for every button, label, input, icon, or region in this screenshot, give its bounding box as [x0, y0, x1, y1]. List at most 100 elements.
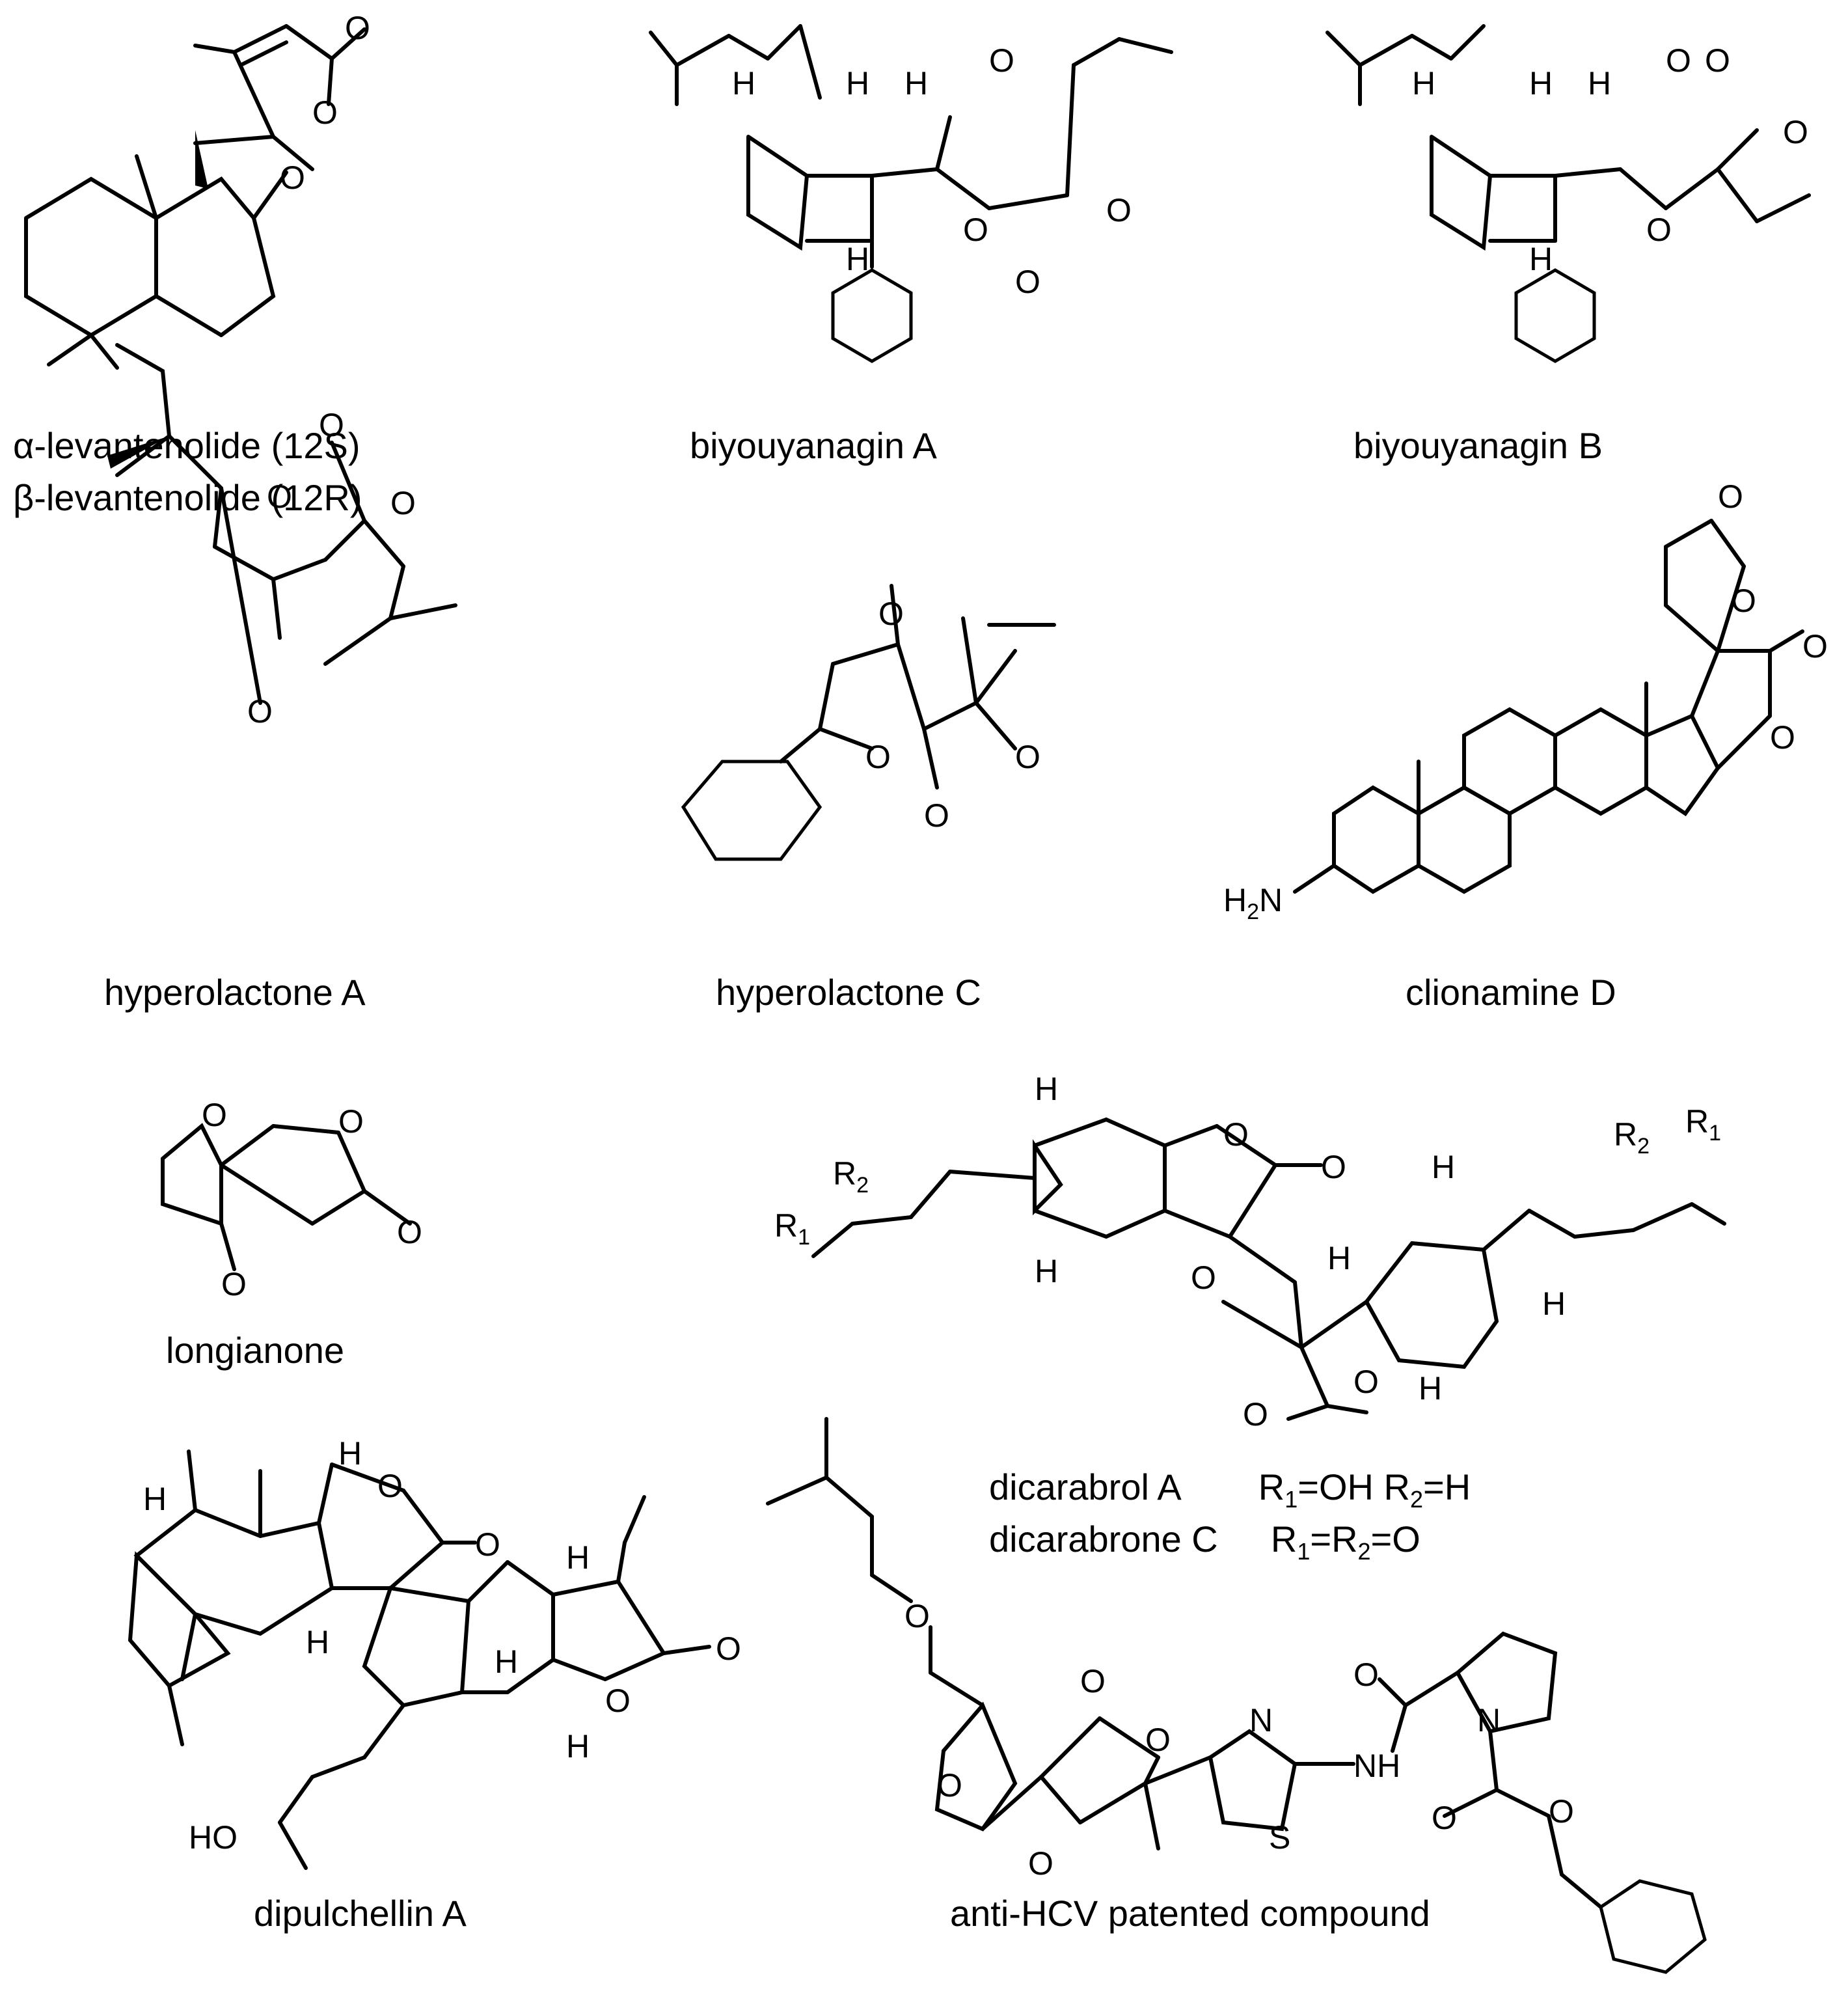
atom-O: O [1080, 1663, 1106, 1699]
atom-R1-right: R1 [1685, 1103, 1721, 1146]
atom-H: H [566, 1539, 590, 1576]
atom-H: H [338, 1435, 362, 1472]
atom-O: O [1770, 719, 1795, 756]
caption-longianone: longianone [166, 1330, 345, 1371]
atom-O: O [1783, 114, 1808, 150]
atom-O: O [267, 478, 292, 515]
atom-O: O [475, 1526, 500, 1563]
atom-H: H [1432, 1149, 1455, 1185]
atom-O: O [312, 94, 338, 131]
atom-H: H [1327, 1240, 1351, 1276]
structure-anti-hcv-compound: O O O O O N S NH O N O O [766, 1417, 1707, 1974]
atom-H: H [1419, 1370, 1442, 1407]
atom-O: O [1549, 1793, 1574, 1830]
caption-dicarabrone-c: dicarabrone C R1=R2=O [989, 1517, 1420, 1574]
atom-O: O [397, 1214, 422, 1250]
atom-S: S [1269, 1819, 1290, 1856]
atom-H: H [846, 241, 869, 277]
atom-H: H [1035, 1071, 1058, 1107]
structure-hyperolactone-a: O O O O [107, 343, 457, 730]
atom-O: O [605, 1683, 631, 1719]
atom-O: O [1802, 628, 1828, 665]
atom-O: O [247, 693, 273, 730]
caption-hyperolactone-c: hyperolactone C [716, 972, 981, 1013]
atom-O: O [345, 10, 370, 46]
atom-O: O [1191, 1259, 1216, 1296]
atom-H: H [1529, 65, 1553, 102]
atom-H: H [495, 1643, 518, 1680]
caption-alpha-levantenolide: α-levantenolide (12S) [13, 425, 360, 466]
wedge-bond [195, 130, 208, 189]
atom-O: O [1731, 583, 1756, 619]
atom-O: O [1432, 1800, 1457, 1836]
r-definition: R1=R2=O [1270, 1518, 1420, 1565]
atom-H: H [904, 65, 928, 102]
atom-O: O [338, 1103, 364, 1140]
caption-clionamine-d: clionamine D [1406, 972, 1616, 1013]
atom-O: O [924, 797, 949, 834]
atom-O: O [878, 596, 904, 632]
atom-R2-right: R2 [1614, 1116, 1650, 1159]
caption-anti-hcv-compound: anti-HCV patented compound [950, 1893, 1430, 1934]
compound-name: dicarabrol A [989, 1466, 1180, 1507]
caption-dipulchellin-a: dipulchellin A [254, 1893, 467, 1934]
atom-H: H [1542, 1285, 1566, 1322]
atom-O: O [1028, 1845, 1053, 1882]
atom-O: O [716, 1630, 741, 1667]
structure-biyouyanagin-a: O O O O H H H H [649, 24, 1173, 363]
structure-longianone: O O O O [161, 1097, 422, 1302]
atom-O: O [1145, 1722, 1171, 1758]
atom-O: O [319, 407, 344, 443]
structure-dicarabrol: H H H H H H O O O O O R1 R2 R2 R1 [774, 1071, 1726, 1433]
atom-O: O [1646, 212, 1672, 248]
atom-H: H [306, 1624, 329, 1660]
atom-O: O [1223, 1116, 1249, 1153]
compound-name: dicarabrone C [989, 1518, 1218, 1559]
atom-H: H [1588, 65, 1611, 102]
structure-biyouyanagin-b: O O O O H H H H [1325, 24, 1811, 363]
structure-clionamine-d: O O O O H2N [1223, 478, 1828, 924]
atom-N: N [1477, 1702, 1501, 1738]
atom-NH: NH [1353, 1748, 1400, 1784]
caption-biyouyanagin-a: biyouyanagin A [690, 425, 937, 466]
structure-hyperolactone-c: O O O O [681, 584, 1056, 861]
atom-H: H [1529, 241, 1553, 277]
atom-O: O [1321, 1149, 1346, 1185]
caption-biyouyanagin-b: biyouyanagin B [1353, 425, 1603, 466]
atom-O: O [377, 1468, 403, 1504]
caption-beta-levantenolide: β-levantenolide (12R) [13, 477, 362, 518]
r-definition: R1=OH R2=H [1258, 1466, 1471, 1513]
wedge-bond [107, 436, 169, 469]
atom-O: O [865, 739, 891, 775]
atom-H: H [732, 65, 755, 102]
atom-H: H [566, 1728, 590, 1765]
atom-amine: H2N [1223, 882, 1283, 924]
atom-O: O [1015, 739, 1040, 775]
atom-HO: HO [189, 1819, 238, 1856]
atom-O: O [1106, 192, 1132, 228]
atom-O: O [989, 42, 1014, 79]
atom-O: O [390, 485, 416, 521]
atom-N: N [1249, 1702, 1273, 1738]
atom-O: O [1353, 1364, 1379, 1400]
atom-O: O [904, 1598, 930, 1634]
atom-R1-left: R1 [774, 1207, 810, 1250]
atom-O: O [1015, 264, 1040, 300]
atom-O: O [1353, 1656, 1379, 1693]
caption-dicarabrol-a: dicarabrol A R1=OH R2=H [989, 1464, 1471, 1522]
atom-O: O [963, 212, 988, 248]
atom-H: H [143, 1481, 167, 1517]
structure-dipulchellin-a: H H H H H H O O O O HO [128, 1435, 741, 1870]
atom-O: O [1243, 1396, 1268, 1433]
caption-hyperolactone-a: hyperolactone A [104, 972, 366, 1013]
atom-H: H [846, 65, 869, 102]
atom-R2-left: R2 [833, 1155, 869, 1198]
atom-O: O [202, 1097, 227, 1133]
atom-O: O [1666, 42, 1691, 79]
atom-O: O [937, 1767, 962, 1804]
atom-O: O [1718, 478, 1743, 515]
structure-levantenolide: O O O [24, 10, 370, 370]
atom-O: O [280, 159, 305, 196]
atom-H: H [1412, 65, 1435, 102]
